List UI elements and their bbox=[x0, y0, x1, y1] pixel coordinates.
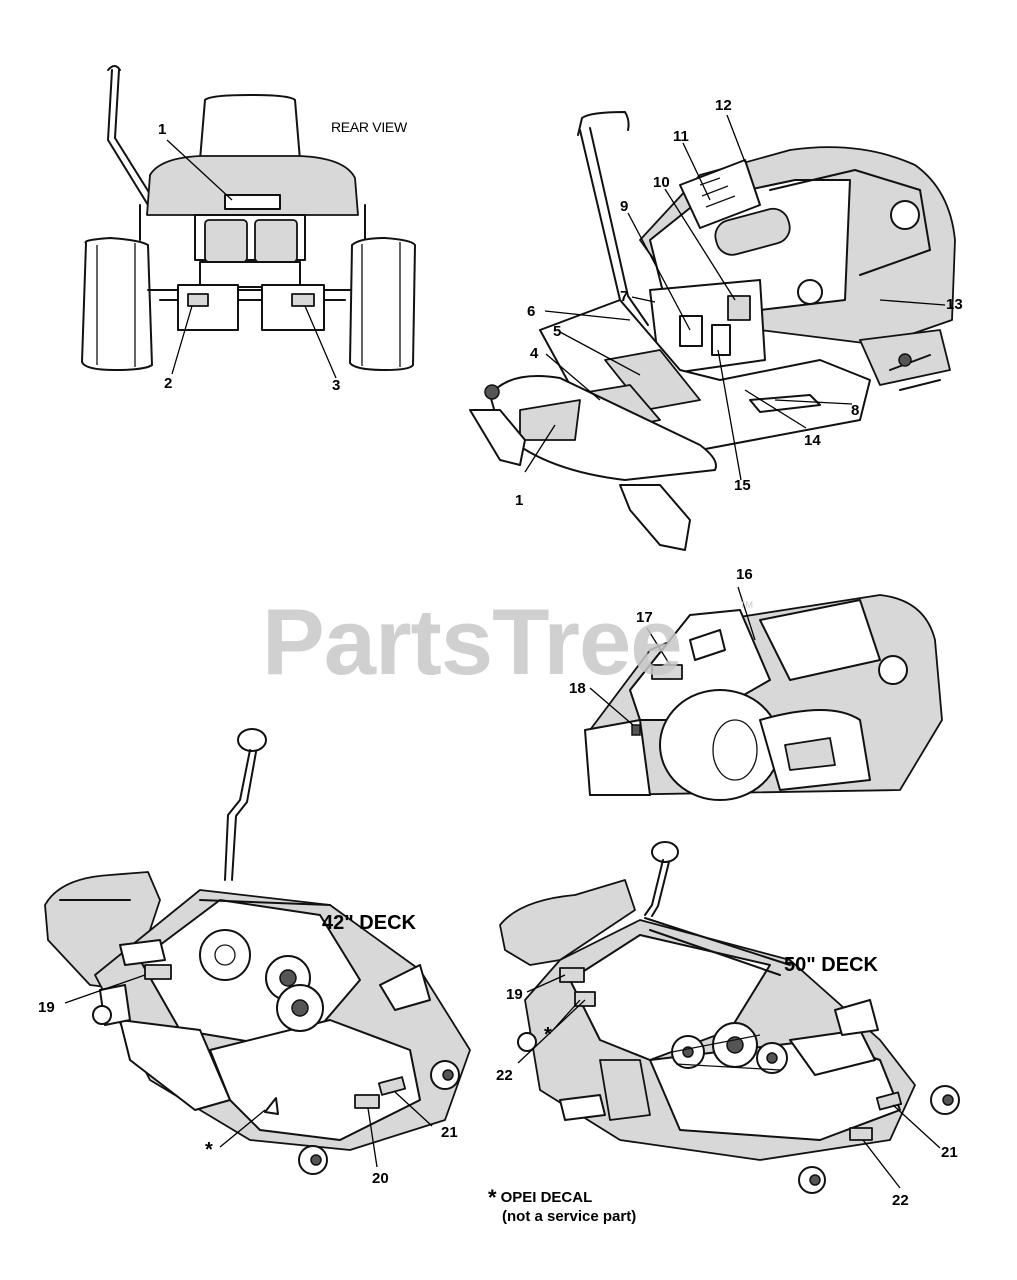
tractor-iso-view bbox=[469, 111, 956, 551]
callout-15: 15 bbox=[734, 477, 751, 494]
callout-13: 13 bbox=[946, 296, 963, 313]
callout-rear-1: 1 bbox=[158, 121, 167, 138]
rear-decal-1 bbox=[224, 194, 281, 210]
callout-17: 17 bbox=[636, 609, 653, 626]
callout-14: 14 bbox=[804, 432, 821, 449]
callout-50-22b: 22 bbox=[892, 1192, 909, 1209]
callout-5: 5 bbox=[553, 323, 562, 340]
callout-42-19: 19 bbox=[38, 999, 55, 1016]
callout-11: 11 bbox=[673, 128, 689, 145]
callout-8: 8 bbox=[851, 402, 860, 419]
callout-50-19: 19 bbox=[506, 986, 523, 1003]
rear-decal-2 bbox=[187, 293, 209, 307]
footnote: *OPEI DECAL (not a service part) bbox=[488, 1185, 637, 1226]
watermark-tm: TM bbox=[740, 600, 753, 610]
callout-18: 18 bbox=[569, 680, 586, 697]
callout-50-21: 21 bbox=[941, 1144, 958, 1161]
callout-50-star: * bbox=[544, 1024, 552, 1046]
callout-rear-3: 3 bbox=[332, 377, 341, 394]
callout-10: 10 bbox=[653, 174, 670, 191]
deck-42-label: 42" DECK bbox=[322, 912, 416, 934]
front-decal-1 bbox=[519, 399, 581, 441]
callout-rear-2: 2 bbox=[164, 375, 173, 392]
callout-42-star: * bbox=[205, 1139, 213, 1161]
callout-4: 4 bbox=[530, 345, 539, 362]
deck-50-view bbox=[499, 841, 960, 1194]
callout-front-1: 1 bbox=[515, 492, 524, 509]
callout-42-21: 21 bbox=[441, 1124, 458, 1141]
deck-42-view bbox=[44, 728, 471, 1175]
fender-detail-view bbox=[584, 586, 943, 801]
rear-decal-3 bbox=[291, 293, 315, 307]
callout-42-20: 20 bbox=[372, 1170, 389, 1187]
footnote-subtitle: (not a service part) bbox=[502, 1208, 637, 1225]
callout-9: 9 bbox=[620, 198, 629, 215]
deck-50-label: 50" DECK bbox=[784, 954, 878, 976]
callout-6: 6 bbox=[527, 303, 536, 320]
watermark: PartsTree bbox=[262, 589, 683, 694]
rear-view-mower bbox=[81, 65, 416, 379]
callout-16: 16 bbox=[736, 566, 753, 583]
callout-7: 7 bbox=[620, 288, 629, 305]
callout-12: 12 bbox=[715, 97, 732, 114]
footnote-star: * bbox=[488, 1185, 497, 1210]
callout-50-22a: 22 bbox=[496, 1067, 513, 1084]
rear-view-label: REAR VIEW bbox=[331, 119, 407, 135]
footnote-title: OPEI DECAL bbox=[500, 1189, 593, 1206]
